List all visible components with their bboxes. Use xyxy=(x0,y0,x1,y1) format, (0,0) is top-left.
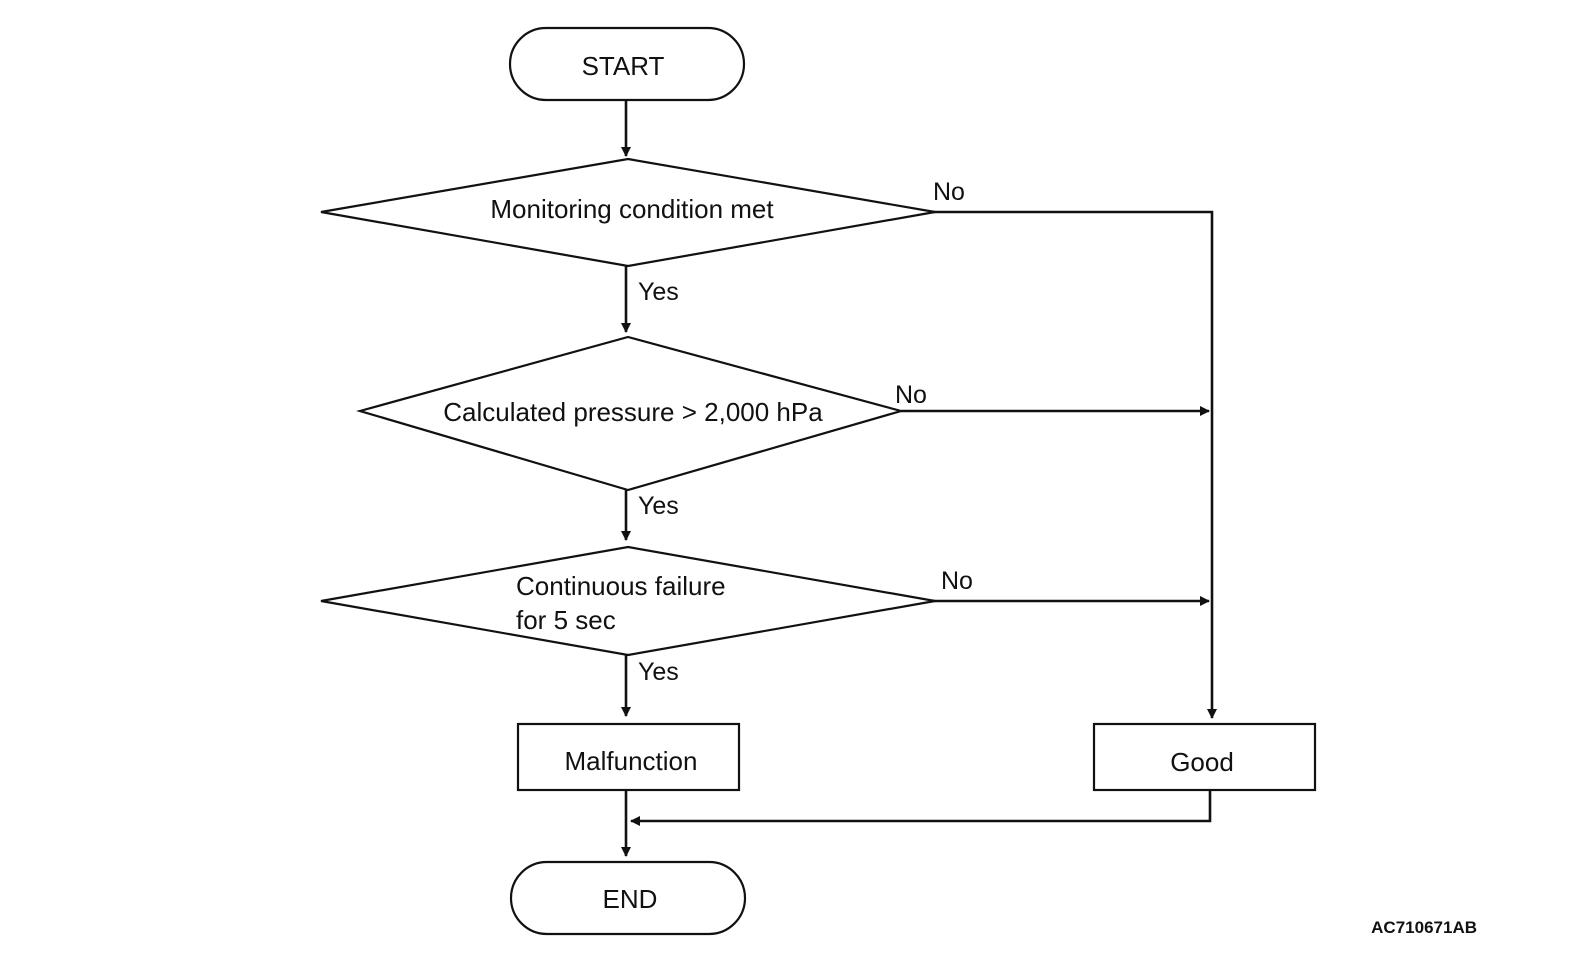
edge-label-monitoring-yes: Yes xyxy=(638,278,679,306)
good-label: Good xyxy=(1170,747,1234,777)
decision-continuous-label-line2: for 5 sec xyxy=(516,605,616,635)
malfunction-box xyxy=(516,722,741,792)
decision-calculated-pressure xyxy=(355,335,906,492)
malfunction-label: Malfunction xyxy=(565,746,698,776)
decision-monitoring-label: Monitoring condition met xyxy=(490,194,774,224)
decision-pressure-label: Calculated pressure > 2,000 hPa xyxy=(443,397,823,427)
edge-label-monitoring-no: No xyxy=(933,178,965,206)
start-label: START xyxy=(582,51,665,81)
figure-code: AC710671AB xyxy=(1371,918,1477,937)
decision-monitoring-condition xyxy=(320,157,936,268)
edge-label-continuous-no: No xyxy=(941,567,973,595)
edge-label-continuous-yes: Yes xyxy=(638,658,679,686)
decision-continuous-failure xyxy=(320,545,936,657)
good-box xyxy=(1092,722,1317,792)
arrow-monitoring-no xyxy=(931,210,1217,719)
edge-label-pressure-no: No xyxy=(895,381,927,409)
start-terminal xyxy=(508,26,746,102)
edge-label-pressure-yes: Yes xyxy=(638,492,679,520)
end-terminal xyxy=(509,860,747,936)
decision-continuous-label-line1: Continuous failure xyxy=(516,571,726,601)
arrow-good-to-end xyxy=(630,789,1212,826)
end-label: END xyxy=(603,884,658,914)
